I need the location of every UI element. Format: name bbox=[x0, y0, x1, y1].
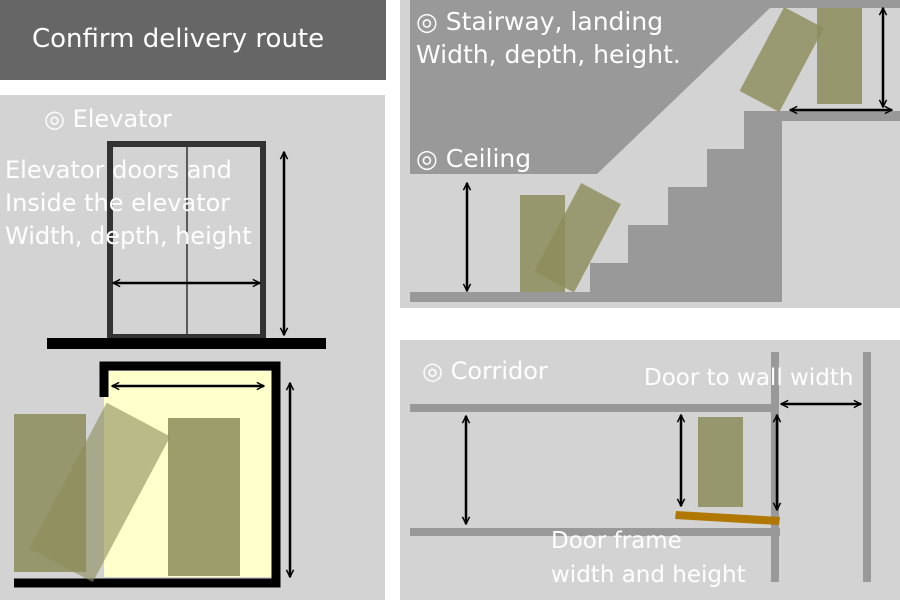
title-banner: Confirm delivery route bbox=[0, 0, 386, 80]
staircase bbox=[590, 111, 782, 302]
furniture-tilted-in-elevator bbox=[29, 402, 171, 583]
corridor-panel bbox=[400, 340, 900, 600]
elevator-heading: ◎ Elevator bbox=[44, 105, 172, 133]
door-frame-label-line2: width and height bbox=[551, 562, 746, 588]
page-title: Confirm delivery route bbox=[32, 24, 325, 54]
far-wall bbox=[863, 352, 871, 582]
door-frame-label-line1: Door frame bbox=[551, 528, 682, 554]
ceiling-label: ◎ Ceiling bbox=[416, 144, 531, 173]
stair-ceiling-slope bbox=[410, 0, 900, 174]
corridor-lower-wall bbox=[410, 528, 780, 536]
elevator-door-frame bbox=[107, 141, 266, 340]
furniture-landing bbox=[817, 8, 862, 104]
door-to-wall-label: Door to wall width bbox=[644, 365, 853, 391]
ground-floor-line bbox=[410, 292, 600, 302]
furniture-tilted bbox=[534, 183, 621, 293]
elevator-floor-ledge bbox=[47, 338, 326, 349]
elevator-label-line3: Width, depth, height bbox=[5, 222, 252, 250]
elevator-car-walls bbox=[14, 361, 281, 588]
landing-floor bbox=[782, 111, 900, 121]
corridor-upper-wall bbox=[410, 404, 775, 412]
door-frame-threshold bbox=[675, 511, 780, 525]
stairway-heading-line1: ◎ Stairway, landing bbox=[416, 7, 663, 36]
furniture-in-corridor bbox=[698, 417, 743, 507]
elevator-label-line2: Inside the elevator bbox=[5, 189, 230, 217]
stairway-heading-line2: Width, depth, height. bbox=[416, 40, 681, 69]
elevator-label-line1: Elevator doors and bbox=[5, 156, 232, 184]
furniture-landing-tilted bbox=[739, 7, 824, 113]
corridor-heading: ◎ Corridor bbox=[422, 357, 548, 385]
furniture-inside-elevator bbox=[168, 418, 240, 576]
